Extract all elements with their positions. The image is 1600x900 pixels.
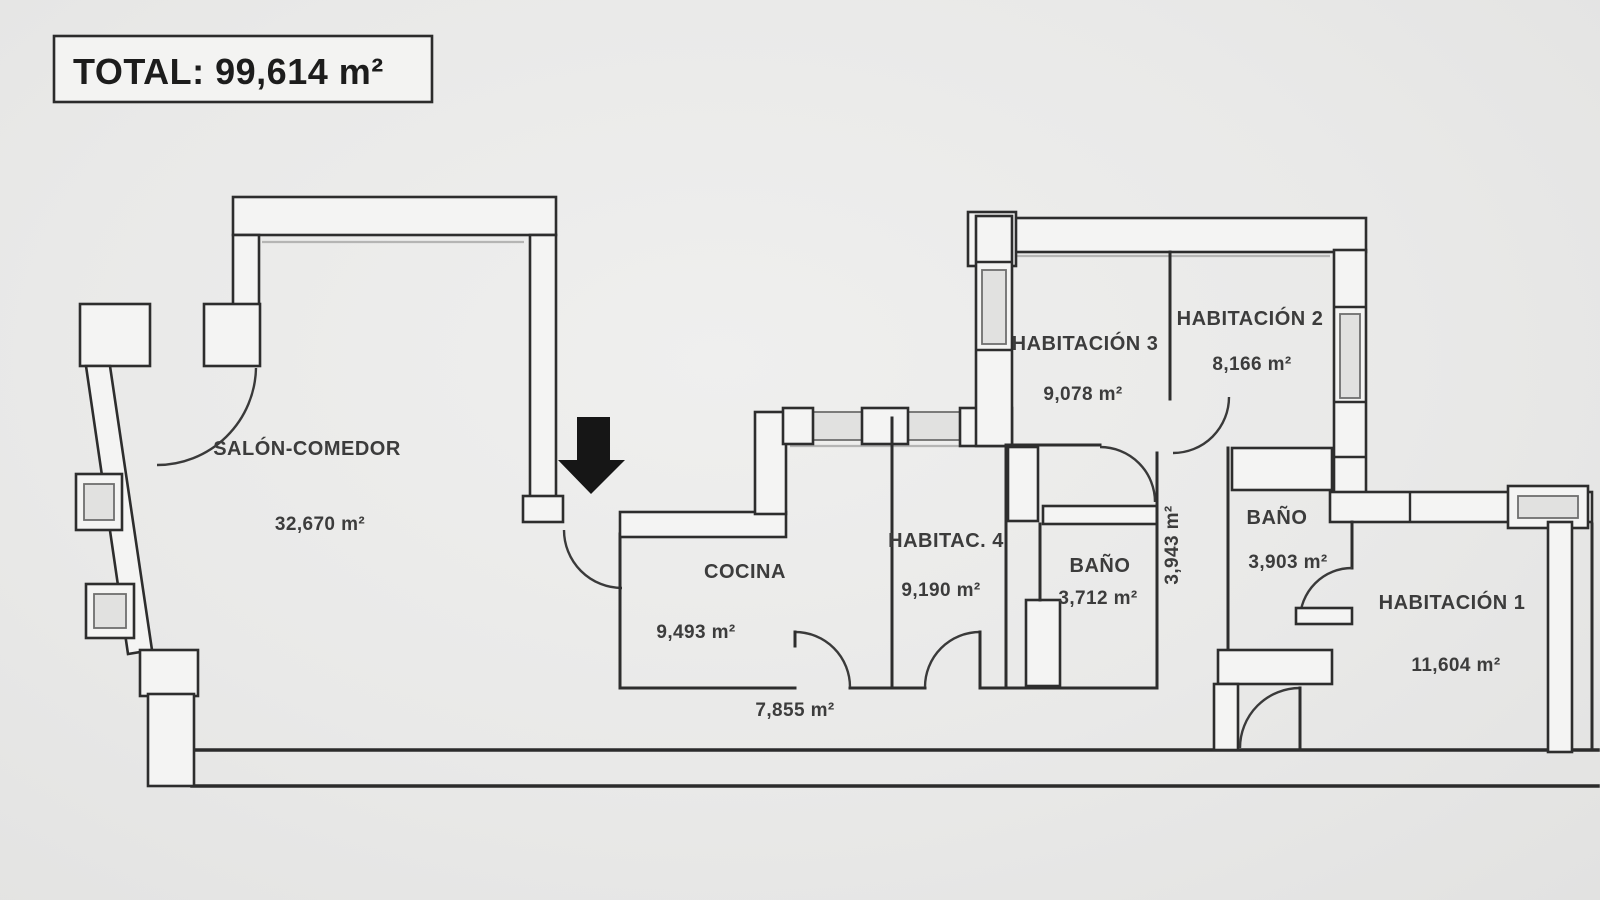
closet-block bbox=[1006, 445, 1040, 523]
cocina-area: 9,493 m² bbox=[656, 622, 735, 643]
habitacion3-area: 9,078 m² bbox=[1043, 384, 1122, 405]
habitacion1-walls bbox=[1294, 484, 1594, 754]
habitacion3-door-arc bbox=[1099, 445, 1157, 503]
salon-door-arc bbox=[156, 367, 258, 467]
habitacion2-window bbox=[1339, 313, 1361, 399]
pasillo-area: 7,855 m² bbox=[755, 700, 834, 721]
entrance bbox=[558, 417, 625, 590]
habitacion4-door-arc bbox=[923, 630, 981, 688]
habitacion1-entry-door-arc bbox=[1238, 686, 1301, 749]
entrance-door-arc bbox=[562, 529, 623, 590]
bano-pasillo-area: 3,903 m² bbox=[1248, 552, 1327, 573]
habitacion4-area: 9,190 m² bbox=[901, 580, 980, 601]
habitacion4-bano-walls bbox=[890, 416, 1159, 690]
salon-walls bbox=[74, 195, 565, 788]
north-exterior-wall bbox=[1008, 216, 1368, 254]
bano-interior-area: 3,712 m² bbox=[1058, 588, 1137, 609]
bano-interior-label: BAÑO bbox=[1070, 554, 1131, 577]
habitacion2-door-arc bbox=[1172, 396, 1231, 455]
habitacion3-2-walls bbox=[966, 210, 1368, 514]
bano-top-wall bbox=[1041, 504, 1159, 526]
salon-right-wall bbox=[528, 233, 558, 500]
distribuidor-area: 3,943 m² bbox=[1162, 505, 1183, 584]
salon-label: SALÓN-COMEDOR bbox=[213, 436, 401, 460]
distribuidor-bano2-walls bbox=[1155, 446, 1334, 752]
bano2-south-wall bbox=[1216, 648, 1334, 686]
habitacion3-label: HABITACIÓN 3 bbox=[1012, 331, 1159, 355]
habitacion2-area: 8,166 m² bbox=[1212, 354, 1291, 375]
habitacion1-area: 11,604 m² bbox=[1411, 655, 1500, 676]
bath-fixture-block bbox=[1024, 598, 1062, 688]
habitacion4-label: HABITAC. 4 bbox=[888, 530, 1004, 552]
door-leaf bbox=[1294, 606, 1354, 626]
total-area-box: TOTAL: 99,614 m² bbox=[52, 34, 434, 104]
total-label: TOTAL: 99,614 m² bbox=[73, 51, 384, 92]
habitacion2-label: HABITACIÓN 2 bbox=[1177, 306, 1324, 330]
total-box-frame bbox=[52, 34, 434, 104]
exterior-bottom-wall bbox=[148, 748, 1600, 788]
bano-pasillo-label: BAÑO bbox=[1247, 506, 1308, 529]
entrance-arrow-icon bbox=[558, 417, 625, 494]
habitacion1-label: HABITACIÓN 1 bbox=[1379, 590, 1526, 614]
habitacion2-closet-block bbox=[1230, 446, 1334, 492]
salon-area: 32,670 m² bbox=[275, 514, 365, 535]
cocina-label: COCINA bbox=[704, 561, 786, 583]
room-labels: SALÓN-COMEDOR 32,670 m² COCINA 9,493 m² … bbox=[213, 306, 1525, 721]
cocina-door-arc bbox=[794, 630, 852, 688]
habitacion1-right-wall bbox=[1546, 520, 1574, 754]
